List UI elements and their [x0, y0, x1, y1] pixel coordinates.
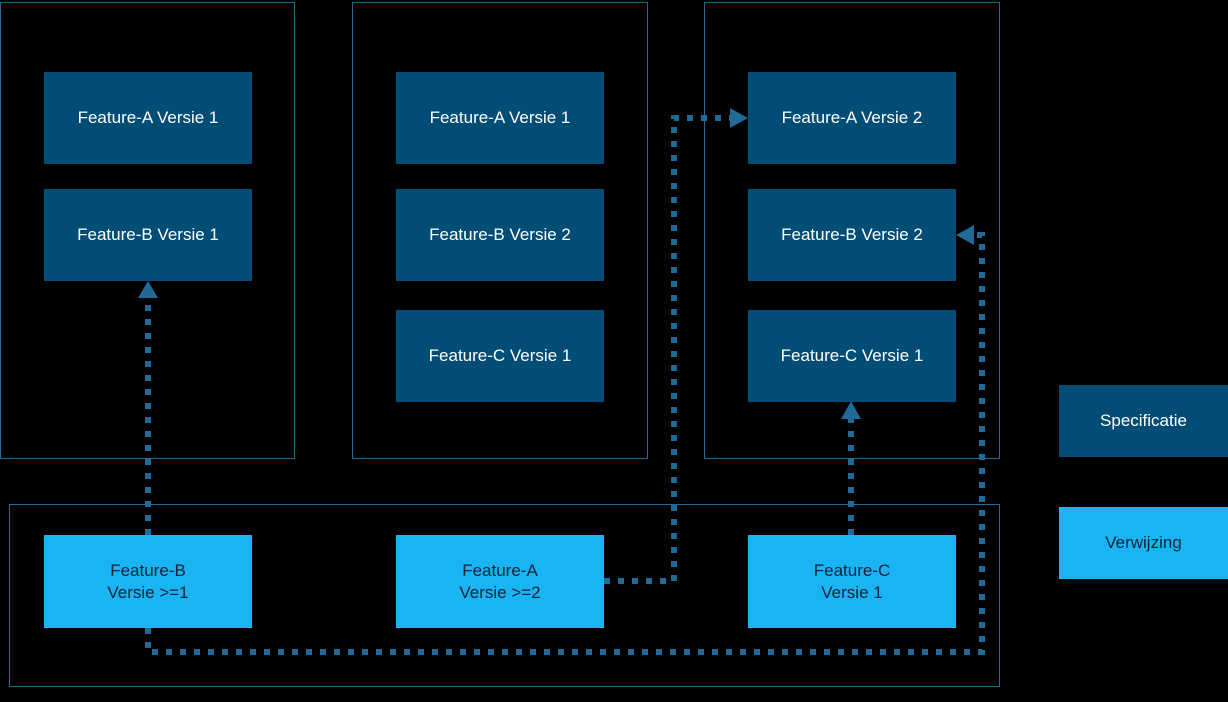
legend-specification: Specificatie — [1059, 385, 1228, 457]
ref-feature-c[interactable]: Feature-C Versie 1 — [748, 535, 956, 628]
spec-a2-group3[interactable]: Feature-A Versie 2 — [748, 72, 956, 164]
spec-a1-group1[interactable]: Feature-A Versie 1 — [44, 72, 252, 164]
spec-c1-group3[interactable]: Feature-C Versie 1 — [748, 310, 956, 402]
legend-reference: Verwijzing — [1059, 507, 1228, 579]
spec-b2-group3[interactable]: Feature-B Versie 2 — [748, 189, 956, 281]
spec-b1-group1[interactable]: Feature-B Versie 1 — [44, 189, 252, 281]
ref-feature-a[interactable]: Feature-A Versie >=2 — [396, 535, 604, 628]
spec-b2-group2[interactable]: Feature-B Versie 2 — [396, 189, 604, 281]
spec-c1-group2[interactable]: Feature-C Versie 1 — [396, 310, 604, 402]
ref-feature-b[interactable]: Feature-B Versie >=1 — [44, 535, 252, 628]
spec-a1-group2[interactable]: Feature-A Versie 1 — [396, 72, 604, 164]
